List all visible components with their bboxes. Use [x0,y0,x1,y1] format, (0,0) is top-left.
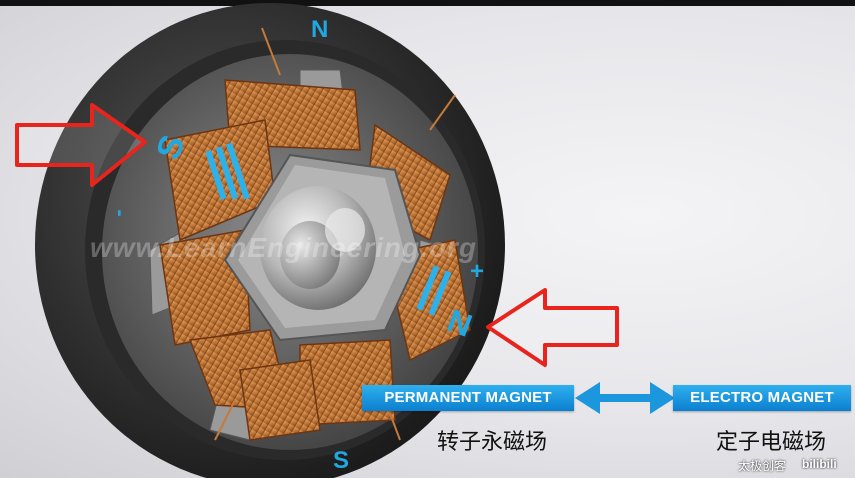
copper-leads [214,27,456,441]
red-arrows [15,103,619,367]
brand-right: bilibili [802,457,837,471]
right-arrow [486,288,619,367]
brand-left: 太极创客 [738,459,787,473]
permanent-magnet-tag: PERMANENT MAGNET [362,385,574,411]
rotor-magnet-markings [205,142,452,316]
rotor-caption: 转子永磁场 [437,430,548,455]
electro-magnet-tag: ELECTRO MAGNET [673,385,851,411]
double-arrow [575,382,675,414]
watermark: www.LearnEngineering.org [90,232,478,263]
polarity-minus: - [108,209,134,217]
stator-caption: 定子电磁场 [716,430,827,455]
pole-label-top: N [311,16,329,43]
polarity-plus: + [470,258,485,285]
top-bar [0,0,855,6]
pole-label-bottom: S [333,447,350,474]
left-arrow [15,103,147,187]
shaft [280,221,340,289]
